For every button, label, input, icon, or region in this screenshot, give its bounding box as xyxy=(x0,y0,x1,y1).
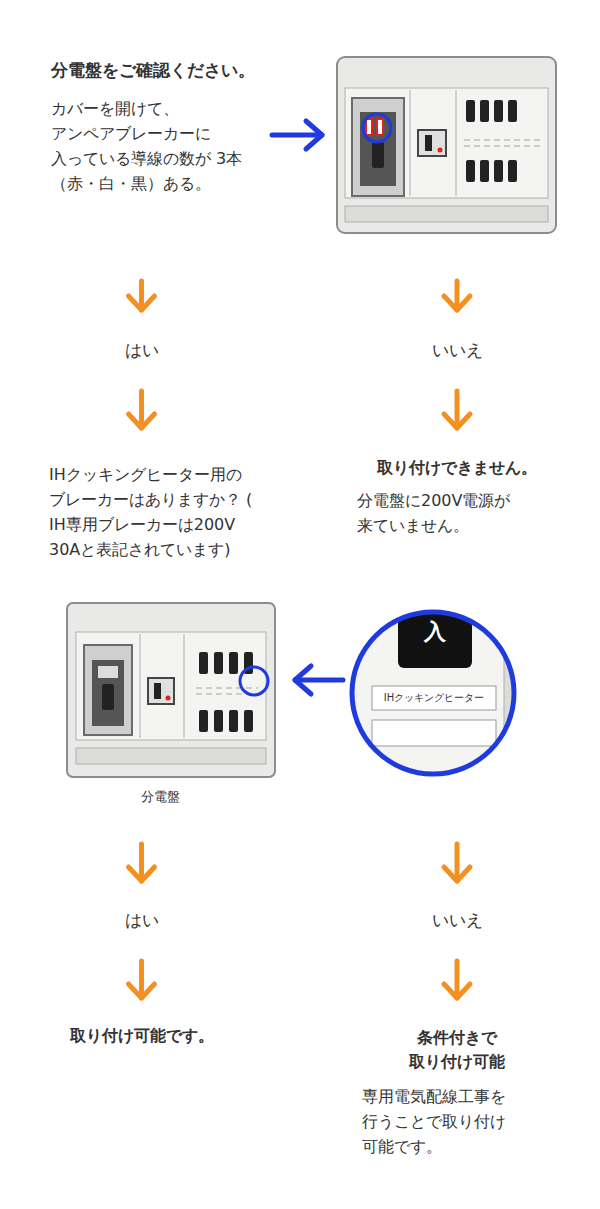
flow-arrow xyxy=(444,391,470,428)
flow-arrow xyxy=(444,961,470,998)
distribution-board xyxy=(337,57,556,233)
answer-box: はい xyxy=(27,893,256,947)
distribution-board xyxy=(67,603,275,777)
box-body: カバーを開けて、 アンペアブレーカーに 入っている導線の数が 3本（赤・白・黒）… xyxy=(51,96,286,196)
flow-arrow xyxy=(444,281,470,310)
flow-arrow xyxy=(129,961,155,998)
flow-arrow xyxy=(444,844,470,881)
box-text: はい xyxy=(125,338,159,362)
result-box: 取り付けできません。分電盤に200V電源が 来ていません。 xyxy=(343,440,571,555)
breaker-name: IHクッキングヒーター xyxy=(372,691,496,705)
answer-box: はい xyxy=(27,322,256,377)
box-body: 専用電気配線工事を 行うことで取り付け 可能です。 xyxy=(362,1084,552,1159)
box-text: はい xyxy=(125,908,159,932)
pointer-arrow xyxy=(272,121,322,149)
question-box: 分電盤をご確認ください。カバーを開けて、 アンペアブレーカーに 入っている導線の… xyxy=(27,20,571,267)
pointer-arrow xyxy=(295,666,343,694)
answer-box: いいえ xyxy=(343,893,571,947)
answer-box: いいえ xyxy=(343,322,571,377)
board-label: 分電盤 xyxy=(110,788,210,806)
box-text: 取り付けできません。 xyxy=(353,456,561,480)
box-text: いいえ xyxy=(432,908,483,932)
zoom-circle xyxy=(352,600,524,790)
box-body: 分電盤に200V電源が 来ていません。 xyxy=(357,488,557,538)
box-text: いいえ xyxy=(432,338,483,362)
result-box: 条件付きで 取り付け可能専用電気配線工事を 行うことで取り付け 可能です。 xyxy=(343,1010,571,1183)
flow-arrow xyxy=(129,281,155,310)
result-box: 取り付け可能です。 xyxy=(27,1010,256,1062)
box-outline xyxy=(27,20,571,267)
box-text: 分電盤をご確認ください。 xyxy=(51,58,571,82)
box-text: 取り付け可能です。 xyxy=(70,1024,214,1048)
box-text: 条件付きで 取り付け可能 xyxy=(397,1026,517,1074)
flow-arrow xyxy=(129,391,155,428)
breaker-mark: 入 xyxy=(398,618,472,646)
box-text: IHクッキングヒーター用の ブレーカーはありますか？ ( IH専用ブレーカーは2… xyxy=(49,462,329,562)
flow-arrow xyxy=(129,844,155,881)
